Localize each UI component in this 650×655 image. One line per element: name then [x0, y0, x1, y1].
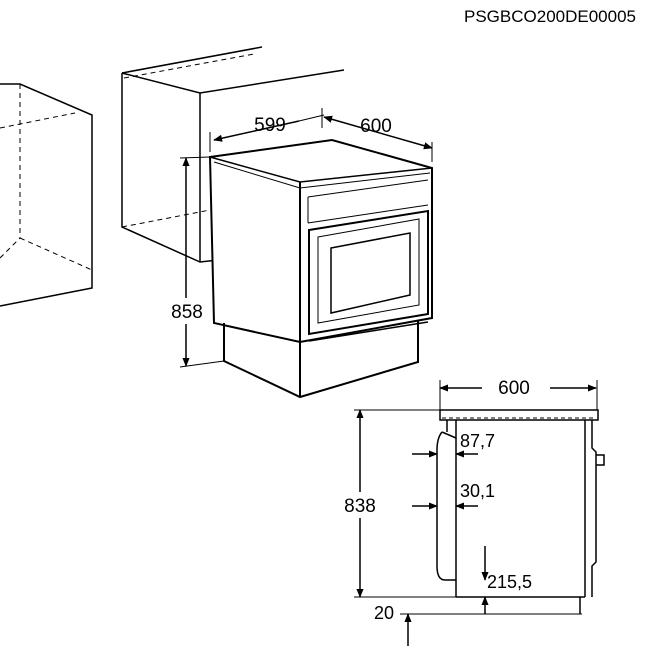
width-dimension: 600	[323, 115, 433, 162]
section-width-dimension: 600	[439, 378, 598, 410]
section-height-label: 838	[344, 496, 376, 517]
right-adjacent-cabinet	[121, 46, 345, 263]
height-label: 858	[171, 302, 203, 323]
left-adjacent-cabinet	[0, 83, 93, 307]
lower-offset-dimension: 215,5	[481, 546, 532, 592]
section-width-label: 600	[498, 378, 530, 399]
upper-offset-dimension: 87,7	[412, 431, 495, 458]
base-gap-label: 20	[374, 603, 394, 623]
upper-offset-label: 87,7	[460, 431, 495, 451]
width-label: 600	[360, 116, 392, 137]
depth-label: 599	[254, 115, 286, 136]
depth-dimension: 599	[209, 108, 325, 152]
middle-offset-dimension: 30,1	[412, 481, 495, 510]
section-height-dimension: 838	[337, 409, 456, 598]
cooker	[208, 138, 433, 399]
height-dimension: 858	[164, 156, 225, 368]
middle-offset-label: 30,1	[460, 481, 495, 501]
base-gap-dimension: 20	[374, 596, 582, 646]
reference-code: PSGBCO200DE00005	[464, 7, 636, 26]
lower-offset-label: 215,5	[487, 572, 532, 592]
